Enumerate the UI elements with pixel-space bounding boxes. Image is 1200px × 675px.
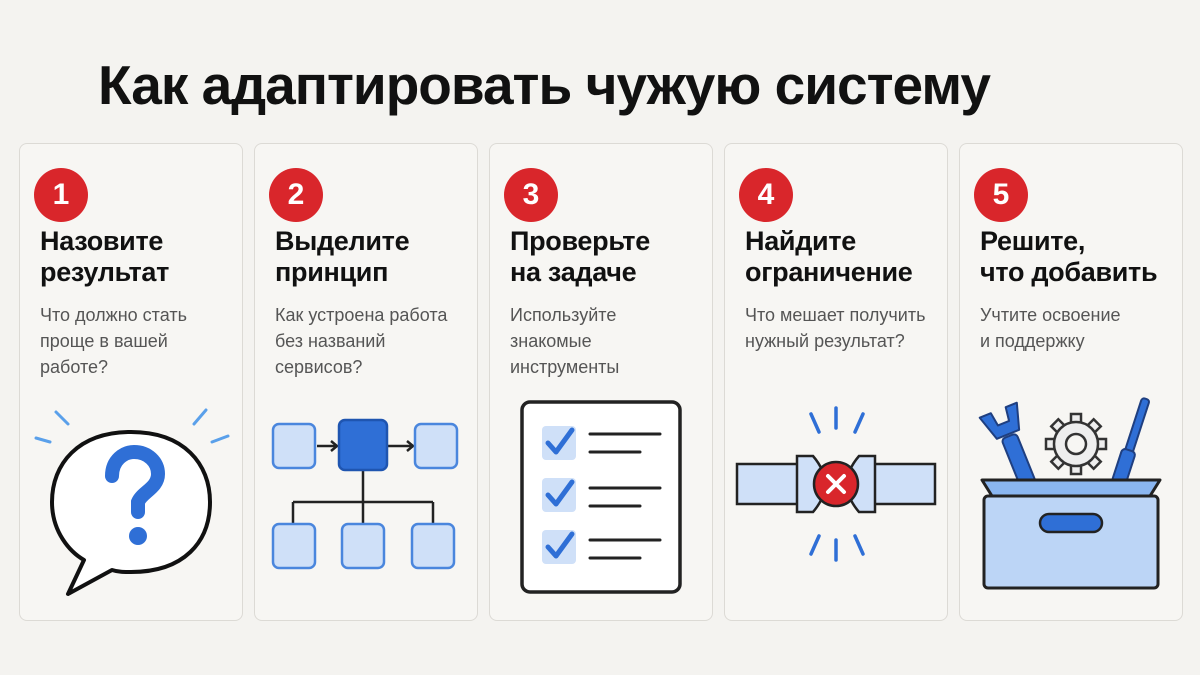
toolbox-icon: [960, 384, 1182, 614]
step-desc-line: работе?: [40, 357, 109, 377]
step-desc-line: без названий: [275, 331, 386, 351]
step-desc-line: проще в вашей: [40, 331, 168, 351]
step-desc-line: инструменты: [510, 357, 620, 377]
step-title-line: Найдите: [745, 226, 856, 256]
step-description: Что должно стать проще в вашей работе?: [40, 302, 240, 380]
step-title-line: Выделите: [275, 226, 410, 256]
step-card-5: 5 Решите, что добавить Учтите освоение и…: [959, 143, 1183, 621]
step-title-line: Решите,: [980, 226, 1086, 256]
step-card-1: 1 Назовите результат Что должно стать пр…: [19, 143, 243, 621]
blocked-pipe-icon: [725, 384, 947, 614]
step-title-line: Назовите: [40, 226, 164, 256]
step-title: Назовите результат: [40, 226, 240, 288]
step-card-2: 2 Выделите принцип Как устроена работа б…: [254, 143, 478, 621]
step-desc-line: Что должно стать: [40, 305, 187, 325]
step-title-line: что добавить: [980, 257, 1158, 287]
step-desc-line: Что мешает получить: [745, 305, 926, 325]
step-description: Учтите освоение и поддержку: [980, 302, 1180, 354]
step-desc-line: и поддержку: [980, 331, 1085, 351]
checklist-icon: [490, 384, 712, 614]
step-number-badge: 3: [504, 168, 558, 222]
steps-row: 1 Назовите результат Что должно стать пр…: [19, 143, 1183, 621]
question-speech-bubble-icon: [20, 384, 242, 614]
step-number-badge: 2: [269, 168, 323, 222]
step-desc-line: нужный результат?: [745, 331, 905, 351]
step-title-line: результат: [40, 257, 170, 287]
step-card-4: 4 Найдите ограничение Что мешает получит…: [724, 143, 948, 621]
step-description: Используйте знакомые инструменты: [510, 302, 710, 380]
step-number-badge: 1: [34, 168, 88, 222]
step-title-line: Проверьте: [510, 226, 650, 256]
step-desc-line: Используйте: [510, 305, 617, 325]
step-desc-line: сервисов?: [275, 357, 363, 377]
step-desc-line: знакомые: [510, 331, 592, 351]
flow-diagram-icon: [255, 384, 477, 614]
step-number-badge: 4: [739, 168, 793, 222]
step-title-line: на задаче: [510, 257, 637, 287]
step-card-3: 3 Проверьте на задаче Используйте знаком…: [489, 143, 713, 621]
step-title-line: ограничение: [745, 257, 913, 287]
step-title-line: принцип: [275, 257, 389, 287]
page-title: Как адаптировать чужую систему: [98, 54, 991, 116]
step-desc-line: Как устроена работа: [275, 305, 448, 325]
step-title: Найдите ограничение: [745, 226, 945, 288]
step-title: Выделите принцип: [275, 226, 475, 288]
step-description: Что мешает получить нужный результат?: [745, 302, 945, 354]
step-description: Как устроена работа без названий сервисо…: [275, 302, 475, 380]
step-title: Решите, что добавить: [980, 226, 1180, 288]
step-desc-line: Учтите освоение: [980, 305, 1121, 325]
step-number-badge: 5: [974, 168, 1028, 222]
step-title: Проверьте на задаче: [510, 226, 710, 288]
